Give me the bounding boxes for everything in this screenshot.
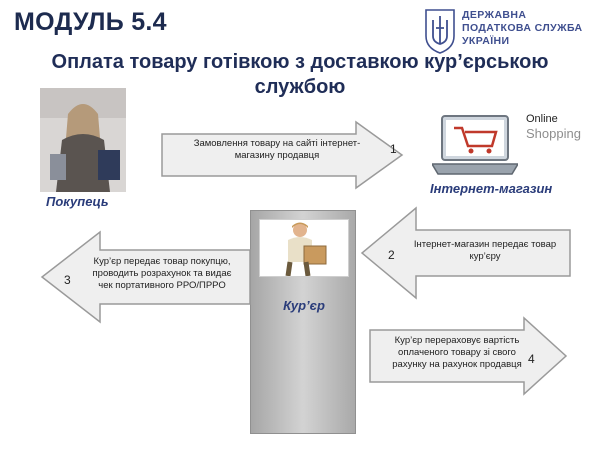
logo-line-3: УКРАЇНИ (462, 35, 510, 47)
logo-line-1: ДЕРЖАВНА (462, 9, 527, 21)
step-1-line-1: Замовлення товару на сайті інтернет- (193, 138, 361, 149)
tryzub-emblem-icon (425, 9, 455, 54)
step-4-line-3: рахунку на рахунок продавця (392, 359, 522, 370)
step-1-text: Замовлення товару на сайті інтернет- маг… (168, 138, 386, 162)
shop-logo-shopping: Shopping (526, 126, 581, 141)
step-2-number: 2 (388, 248, 395, 262)
logo-text: ДЕРЖАВНА ПОДАТКОВА СЛУЖБА УКРАЇНИ (462, 9, 583, 48)
slide-title-line-2: службою (254, 76, 346, 98)
step-2-line-1: Інтернет-магазин передає товар (413, 239, 557, 250)
step-3-text: Кур’єр передає товар покупцю, проводить … (78, 256, 246, 292)
arrow-right-step-4 (369, 316, 568, 396)
step-4-line-1: Кур’єр перераховує вартість (394, 335, 520, 346)
shopping-cart-icon (454, 126, 498, 154)
buyer-photo (40, 88, 126, 192)
courier-photo (259, 219, 349, 277)
step-3-line-2: проводить розрахунок та видає (92, 268, 232, 279)
module-title: МОДУЛЬ 5.4 (14, 8, 167, 36)
step-1-line-2: магазину продавця (234, 150, 320, 161)
step-2-text: Інтернет-магазин передає товар кур’єру (406, 239, 564, 263)
buyer-label: Покупець (46, 194, 109, 209)
slide-title: Оплата товару готівкою з доставкою кур’є… (20, 50, 580, 100)
shop-label: Інтернет-магазин (430, 181, 553, 196)
online-shop-laptop (432, 115, 518, 175)
step-3-line-1: Кур’єр передає товар покупцю, (93, 256, 231, 267)
logo-line-2: ПОДАТКОВА СЛУЖБА (462, 22, 583, 34)
tax-service-logo (425, 9, 455, 54)
shop-logo-online: Online (526, 113, 558, 125)
step-4-text: Кур’єр перераховує вартість оплаченого т… (378, 335, 536, 371)
step-3-line-3: чек портативного РРО/ПРРО (98, 280, 226, 291)
step-4-number: 4 (528, 352, 535, 366)
step-4-line-2: оплаченого товару зі свого (398, 347, 516, 358)
arrow-left-step-3 (40, 230, 251, 324)
courier-label: Кур’єр (283, 298, 325, 313)
arrow-right-step-1 (161, 120, 404, 190)
step-2-line-2: кур’єру (469, 251, 501, 262)
arrow-left-step-2 (360, 206, 571, 300)
slide-title-line-1: Оплата товару готівкою з доставкою кур’є… (51, 51, 549, 73)
step-1-number: 1 (390, 142, 397, 156)
step-3-number: 3 (64, 273, 71, 287)
